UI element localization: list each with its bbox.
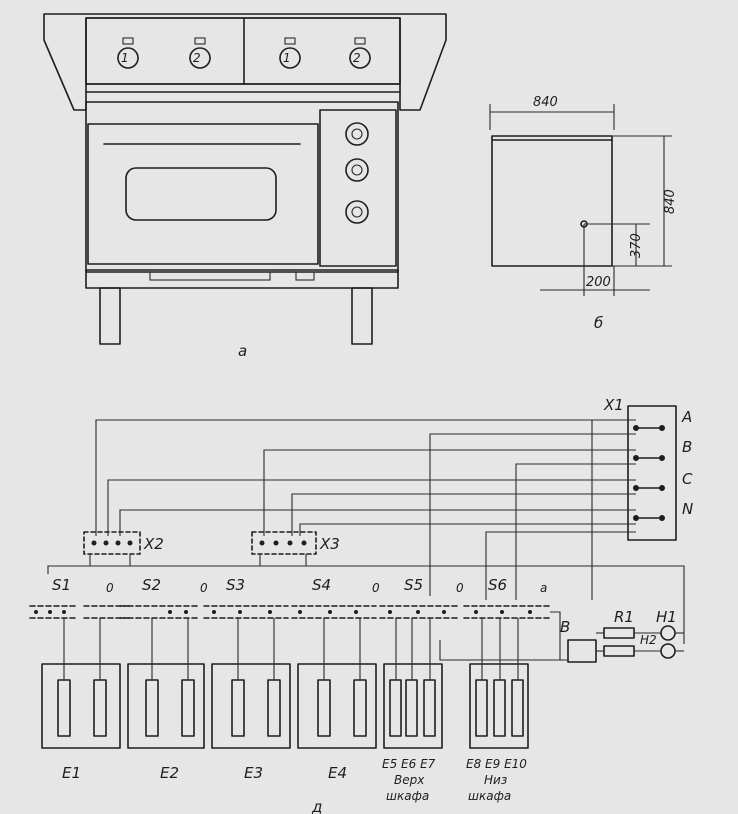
terminal-block-x1: [627, 405, 677, 541]
lamp-h1: [660, 625, 676, 641]
lamp2-label: H2: [640, 633, 657, 647]
stove-body: [85, 101, 399, 273]
svg-text:E8 E9 E10: E8 E9 E10: [466, 757, 527, 771]
svg-text:A: A: [681, 408, 692, 426]
svg-text:2: 2: [193, 51, 201, 65]
plan-outline: [491, 135, 613, 267]
terminal-phase-n: N: [633, 500, 693, 521]
bus-wires: [95, 419, 636, 600]
svg-text:E5 E6 E7: E5 E6 E7: [382, 757, 436, 771]
switch-s4: S4 0: [291, 576, 380, 619]
stove-drawing: 1 2 1 2 а: [43, 13, 447, 360]
svg-text:S5: S5: [404, 576, 423, 594]
svg-text:S2: S2: [142, 576, 161, 594]
svg-text:X3: X3: [319, 535, 340, 553]
svg-text:Низ: Низ: [484, 773, 507, 787]
svg-text:C: C: [682, 470, 693, 488]
terminal-label-x1: X1: [603, 396, 624, 414]
wiring-schematic: X1 A B C N: [29, 396, 693, 814]
heater-e8-e10: E8 E9 E10 Низ шкафа: [466, 618, 529, 803]
stove-leg: [351, 287, 373, 345]
svg-text:1: 1: [283, 51, 291, 65]
oven-knob: [345, 122, 369, 146]
svg-text:0: 0: [456, 581, 464, 595]
svg-text:шкафа: шкафа: [386, 789, 429, 803]
svg-text:2: 2: [353, 51, 361, 65]
offset-dimension: 200: [586, 275, 611, 290]
svg-text:S4: S4: [312, 576, 331, 594]
indicator-circuit: B R1 H1 H2: [439, 608, 684, 663]
switch-s1: S1: [29, 576, 77, 619]
figure-label-a: а: [238, 342, 247, 360]
switch-s5: S5 0: [379, 576, 464, 619]
switch-s3: S3 0: [200, 576, 289, 619]
figure-label-b: б: [594, 314, 603, 332]
stove-base: [85, 269, 399, 289]
hob-knob: 2: [189, 37, 211, 69]
heater-e4: E4: [297, 618, 377, 782]
svg-text:N: N: [682, 500, 693, 518]
svg-text:X2: X2: [143, 535, 164, 553]
hob-knob: 1: [279, 37, 301, 69]
terminal-phase-c: C: [633, 470, 693, 491]
heater-e3: E3: [211, 618, 291, 782]
connector-x2: X2: [83, 531, 164, 555]
indicator-switch: [567, 639, 597, 663]
svg-text:S3: S3: [226, 576, 245, 594]
height-dimension: 370: [629, 233, 644, 258]
svg-text:0: 0: [372, 581, 380, 595]
stove-backsplash: [43, 13, 447, 111]
oven-knob: [345, 158, 369, 182]
svg-text:B: B: [682, 438, 692, 456]
svg-text:E2: E2: [160, 764, 179, 782]
resistor-r1: [603, 627, 635, 639]
figure-label-c: д: [311, 798, 322, 814]
switch-s2: S2 0: [83, 576, 201, 619]
oven-window: [125, 167, 277, 221]
plan-view: 840 840 370 200 б: [489, 95, 678, 332]
heater-e5-e7: E5 E6 E7 Верх шкафа: [382, 618, 443, 803]
svg-text:E3: E3: [244, 764, 263, 782]
terminal-phase-b: B: [633, 438, 692, 461]
control-panel: [319, 109, 397, 267]
stove-leg: [99, 287, 121, 345]
svg-text:S6: S6: [488, 576, 507, 594]
svg-text:E4: E4: [328, 764, 347, 782]
oven-knob: [345, 200, 369, 224]
heater-e2: E2: [127, 618, 205, 782]
svg-text:a: a: [540, 581, 547, 595]
resistor-label: R1: [614, 608, 634, 626]
indicator-switch-label: B: [560, 618, 570, 636]
heater-e1: E1: [41, 618, 121, 782]
svg-text:0: 0: [200, 581, 208, 595]
lamp-label: H1: [656, 608, 677, 626]
hob-knob: 1: [117, 37, 139, 69]
svg-text:S1: S1: [52, 576, 71, 594]
svg-text:E1: E1: [62, 764, 81, 782]
depth-dimension: 840: [663, 189, 678, 214]
svg-text:Верх: Верх: [394, 773, 425, 787]
svg-text:1: 1: [121, 51, 129, 65]
oven-door: [87, 123, 319, 265]
connector-x3: X3: [251, 531, 340, 555]
terminal-phase-a: A: [633, 408, 692, 431]
hob-knob: 2: [349, 37, 371, 69]
width-dimension: 840: [533, 95, 558, 110]
resistor-r2: [603, 645, 635, 657]
lamp-h2: [660, 643, 676, 659]
svg-text:шкафа: шкафа: [468, 789, 511, 803]
switch-s6: S6 a: [463, 576, 551, 619]
svg-text:0: 0: [106, 581, 114, 595]
